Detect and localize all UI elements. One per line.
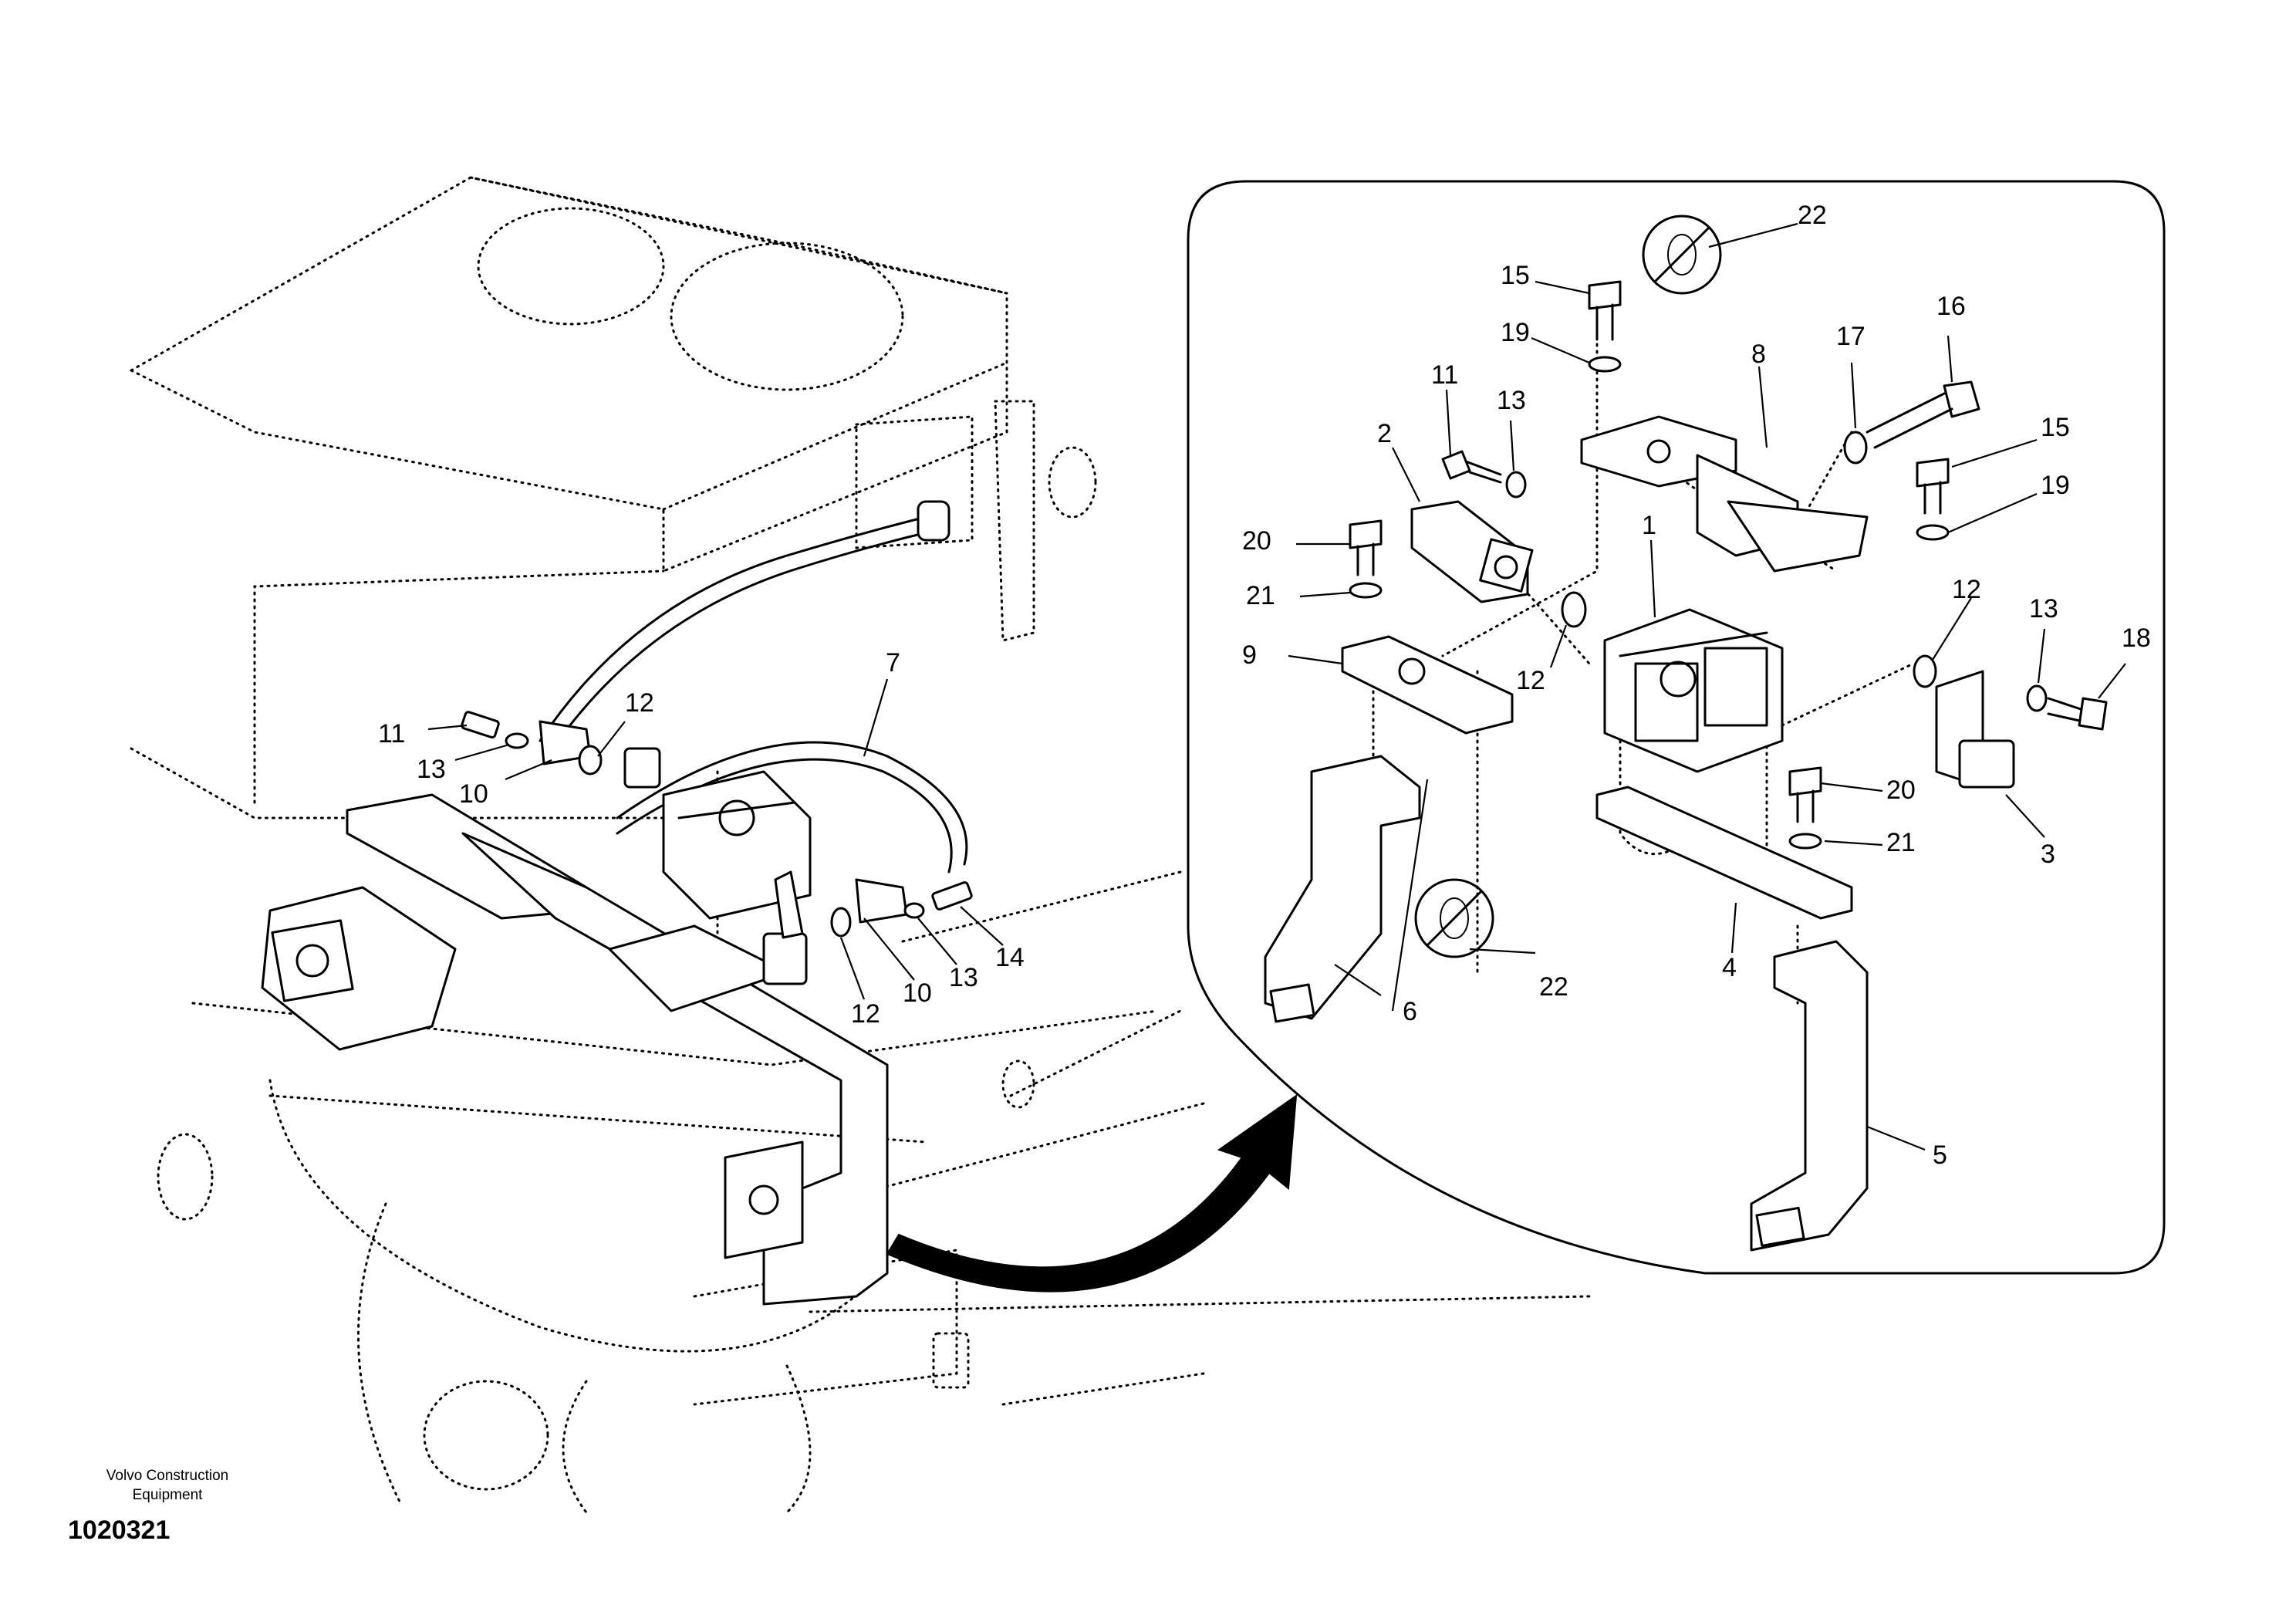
callout-label: 11 <box>1431 360 1458 390</box>
callout-label: 7 <box>886 648 900 678</box>
part-1-valve <box>1603 608 1784 773</box>
callout-label: 13 <box>1497 386 1526 415</box>
callout-label: 12 <box>1952 575 1981 604</box>
callout-label: 20 <box>1242 526 1271 556</box>
callout-label: 22 <box>1539 972 1568 1002</box>
part-5-bracket <box>1750 940 1869 1252</box>
no-reuse-icon <box>1642 215 1722 295</box>
leader-lines <box>427 222 2126 1151</box>
detail-frame <box>1187 180 2166 1275</box>
no-reuse-icon <box>1414 878 1494 958</box>
callout-label: 9 <box>1242 640 1257 670</box>
callout-label: 18 <box>2122 623 2151 653</box>
callout-label: 13 <box>949 963 978 992</box>
callout-label: 5 <box>1933 1140 1947 1170</box>
callout-label: 13 <box>417 755 446 784</box>
callout-label: 16 <box>1936 292 1966 321</box>
detail-arrow <box>886 1093 1298 1293</box>
drawing-number: 1020321 <box>68 1516 171 1545</box>
part-8-bracket <box>1580 415 1869 573</box>
mounting-bracket-overview <box>261 770 889 1306</box>
part-2-flange <box>1410 500 1534 603</box>
fasteners-detail <box>1349 280 2108 850</box>
detail-callouts: 22 15 19 8 17 16 11 13 2 15 19 20 1 21 1… <box>1242 201 2151 1170</box>
callout-label: 2 <box>1377 419 1392 448</box>
callout-label: 20 <box>1886 776 1916 805</box>
callout-label: 10 <box>903 978 932 1008</box>
overview-callouts: 11 13 10 12 7 14 13 10 12 <box>378 648 1025 1029</box>
callout-label: 19 <box>1501 318 1530 347</box>
callout-label: 10 <box>459 779 488 809</box>
callout-label: 15 <box>1501 261 1530 290</box>
callout-label: 4 <box>1722 953 1737 982</box>
fittings-overview <box>461 711 973 938</box>
publisher-label: Volvo Construction Equipment <box>63 1466 272 1505</box>
callout-label: 8 <box>1751 340 1766 369</box>
callout-label: 15 <box>2041 413 2070 442</box>
callout-label: 14 <box>995 943 1025 972</box>
callout-label: 12 <box>625 688 654 718</box>
part-6-bracket <box>1264 755 1421 1023</box>
callout-label: 21 <box>1886 828 1916 857</box>
callout-label: 11 <box>378 719 405 748</box>
part-3-elbow <box>1935 670 2015 789</box>
part-4-plate <box>1595 786 1853 920</box>
callout-label: 22 <box>1798 201 1827 230</box>
callout-label: 17 <box>1836 322 1866 351</box>
publisher-line-2: Equipment <box>132 1487 203 1503</box>
callout-label: 21 <box>1246 581 1275 610</box>
part-9-plate <box>1341 635 1514 735</box>
callout-label: 12 <box>851 999 880 1029</box>
callout-label: 6 <box>1403 997 1417 1026</box>
callout-label: 13 <box>2029 594 2058 623</box>
callout-label: 3 <box>2041 840 2055 869</box>
no-reuse-symbols <box>1414 215 1722 958</box>
publisher-line-1: Volvo Construction <box>106 1468 229 1484</box>
callout-label: 1 <box>1642 511 1656 540</box>
callout-label: 12 <box>1516 666 1545 695</box>
callout-label: 19 <box>2041 471 2070 500</box>
